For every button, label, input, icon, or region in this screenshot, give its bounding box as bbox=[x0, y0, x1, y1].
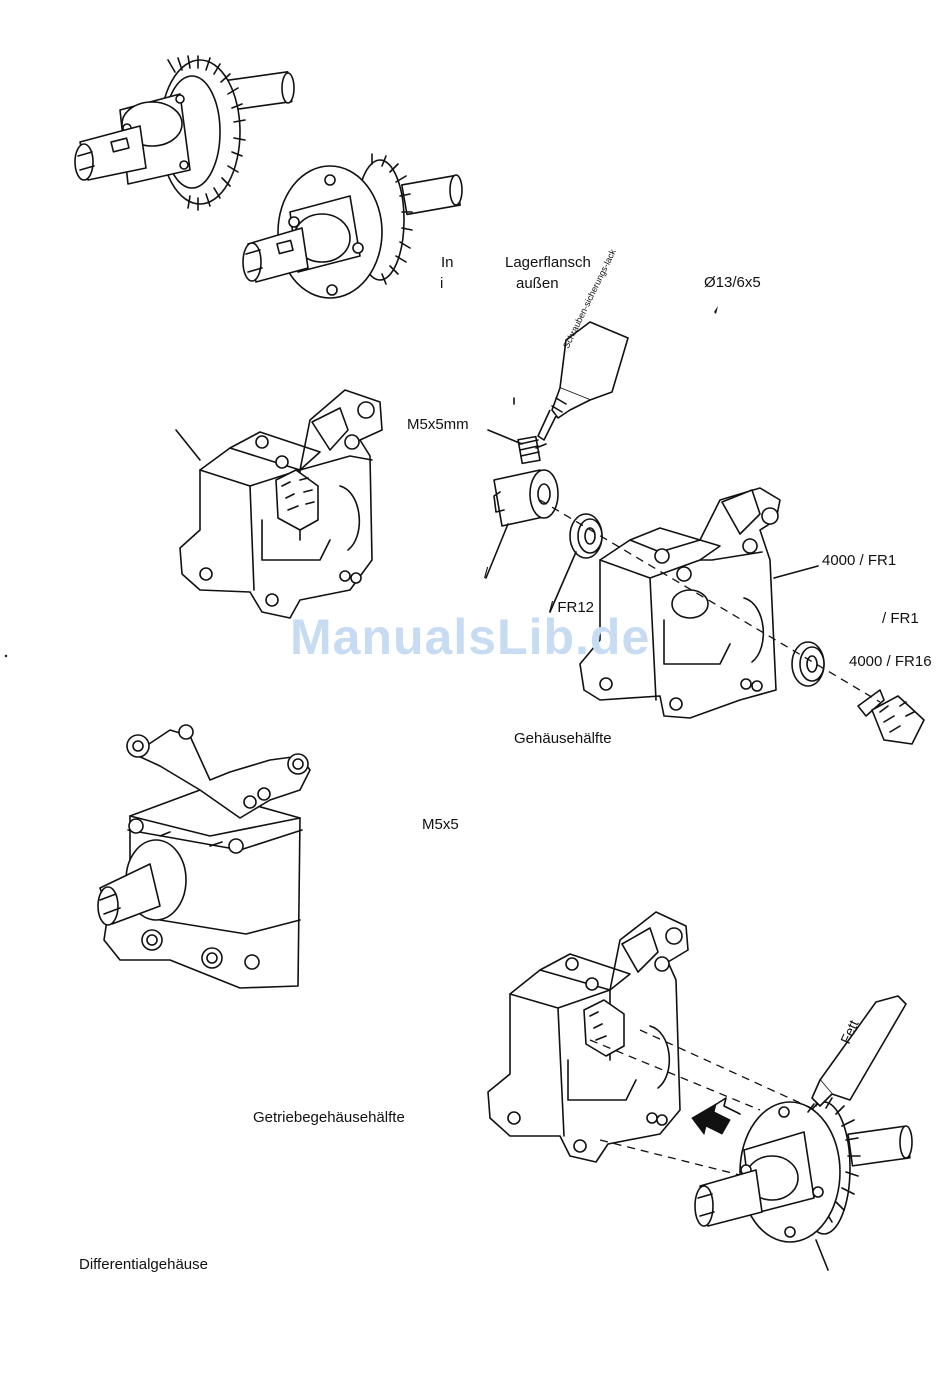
label-differentialgehaeuse: Differentialgehäuse bbox=[79, 1257, 208, 1272]
thread-lock-bottle bbox=[538, 322, 628, 440]
label-getriebegehaeusehaelfte: Getriebegehäusehälfte bbox=[253, 1110, 405, 1125]
pointer-mark bbox=[714, 306, 718, 314]
label-slash: / bbox=[484, 566, 488, 581]
assembled-housing bbox=[98, 725, 310, 988]
label-bearing-size: Ø13/6x5 bbox=[704, 275, 761, 290]
grease-tube bbox=[808, 996, 906, 1112]
label-fr16: 4000 / FR16 bbox=[849, 654, 932, 669]
label-m5x5mm: M5x5mm bbox=[407, 417, 469, 432]
differential-assembly-2 bbox=[243, 154, 462, 298]
watermark: ManualsLib.de bbox=[290, 612, 650, 662]
differential-assembly-1 bbox=[75, 56, 294, 210]
label-fr1-a: 4000 / FR1 bbox=[822, 553, 896, 568]
label-m5x5: M5x5 bbox=[422, 817, 459, 832]
label-fr1-b: / FR1 bbox=[882, 611, 919, 626]
gear-case-exploded bbox=[486, 322, 924, 744]
gearbox-differential-assembly bbox=[488, 912, 912, 1270]
label-gehaeusehaelfte: Gehäusehälfte bbox=[514, 731, 612, 746]
label-in-sub: i bbox=[440, 276, 443, 291]
gearbox-half-left bbox=[176, 390, 382, 618]
label-fr12: / FR12 bbox=[549, 600, 594, 615]
label-in: In bbox=[441, 255, 454, 270]
label-lagerflansch: Lagerflansch bbox=[505, 255, 591, 270]
label-aussen: außen bbox=[516, 276, 559, 291]
